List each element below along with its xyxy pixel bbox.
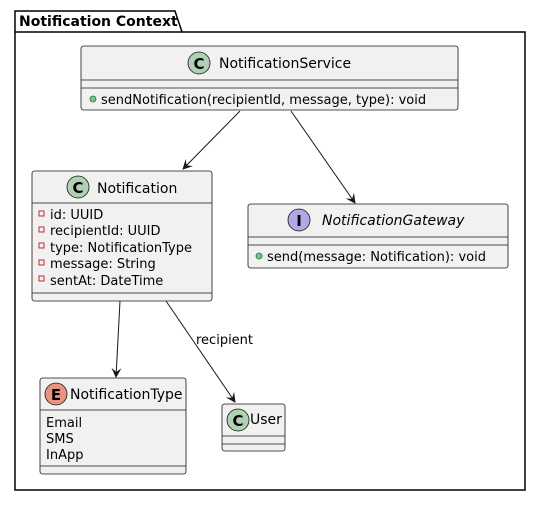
class-attribute: sentAt: DateTime [50,274,163,289]
class-stereotype-icon [66,175,90,199]
relations: recipient [111,110,356,403]
class-notification-service: C NotificationService sendNotification(r… [80,45,459,111]
class-box [247,203,509,269]
enum-value: InApp [46,448,83,463]
relation-notification-to-type [111,300,122,378]
enum-value: SMS [46,432,74,447]
class-name: User [250,412,282,428]
package-title: Notification Context [19,14,178,30]
relation-label-recipient: recipient [196,333,253,348]
interface-method: send(message: Notification): void [267,250,486,265]
private-marker-icon [38,210,45,217]
public-marker-icon [255,252,263,260]
enum-stereotype-letter: E [51,386,61,404]
enum-stereotype-icon [44,382,68,406]
class-user: C User [221,403,286,452]
interface-stereotype-letter: I [296,212,302,230]
class-name: Notification [97,181,177,197]
enum-value: Email [46,416,82,431]
private-marker-icon [38,242,45,249]
class-attribute: message: String [50,257,156,272]
interface-name: NotificationGateway [322,213,465,229]
class-stereotype-icon [187,51,211,75]
class-attribute: recipientId: UUID [50,224,161,239]
class-stereotype-letter: C [193,55,204,73]
class-attribute: type: NotificationType [50,241,192,256]
class-attribute: id: UUID [50,208,103,223]
package-notification-context: Notification Context [14,10,526,491]
enum-notification-type: E NotificationType Email SMS InApp [39,377,187,475]
class-box [39,377,187,475]
private-marker-icon [38,259,45,266]
class-stereotype-letter: C [232,412,243,430]
relation-notification-to-user [165,300,236,403]
class-box [80,45,459,111]
class-name: NotificationService [219,56,351,72]
package-frame [14,10,526,491]
interface-stereotype-icon [287,208,311,232]
enum-name: NotificationType [70,387,183,403]
class-stereotype-icon [226,408,250,432]
class-stereotype-letter: C [72,179,83,197]
private-marker-icon [38,275,45,282]
relation-service-to-notification [182,110,241,170]
class-method: sendNotification(recipientId, message, t… [101,93,426,108]
interface-notification-gateway: I NotificationGateway send(message: Noti… [247,203,509,269]
private-marker-icon [38,226,45,233]
public-marker-icon [89,95,97,103]
class-notification: C Notification id: UUID recipientId: UUI… [31,170,213,302]
class-box [31,170,213,302]
relation-service-to-gateway [290,110,356,204]
